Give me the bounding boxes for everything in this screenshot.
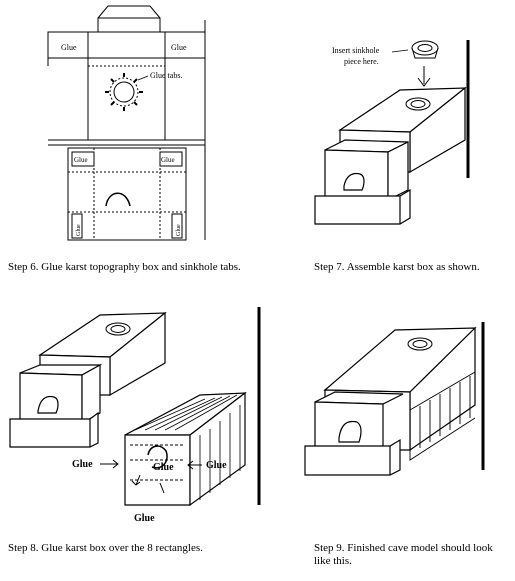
step9-finished-model-diagram xyxy=(295,310,515,525)
glue-label-bottom: Glue xyxy=(134,513,155,524)
glue-label-mid-right: Glue xyxy=(161,156,175,164)
step7-caption: Step 7. Assemble karst box as shown. xyxy=(314,261,514,274)
step8-glue-diagram: Glue Glue Glue Glue xyxy=(0,295,270,530)
glue-label-top-right: Glue xyxy=(171,43,187,52)
step6-panel: Glue Glue Glue tabs. Glue Glue Glue Glue xyxy=(0,0,260,250)
glue-tabs-label: Glue tabs. xyxy=(150,71,182,80)
glue-label-mid-left: Glue xyxy=(74,156,88,164)
step7-assembly-diagram: Insert sinkhole piece here. xyxy=(300,0,515,250)
glue-label-center: Glue xyxy=(153,462,174,473)
step9-caption: Step 9. Finished cave model should look … xyxy=(314,542,510,568)
step8-panel: Glue Glue Glue Glue xyxy=(0,295,270,530)
sinkhole-tabs-icon xyxy=(105,73,143,111)
insert-label-line1: Insert sinkhole xyxy=(332,46,380,55)
step7-panel: Insert sinkhole piece here. xyxy=(300,0,515,250)
down-arrow-icon xyxy=(418,66,430,86)
step6-caption: Step 6. Glue karst topography box and si… xyxy=(8,261,278,274)
glue-label-left: Glue xyxy=(72,459,93,470)
glue-label-right: Glue xyxy=(206,460,227,471)
step6-template-diagram: Glue Glue Glue tabs. Glue Glue Glue Glue xyxy=(0,0,260,250)
insert-label-line2: piece here. xyxy=(344,57,379,66)
glue-label-bottom-left: Glue xyxy=(76,224,82,236)
step8-caption: Step 8. Glue karst box over the 8 rectan… xyxy=(8,542,268,555)
glue-label-bottom-right: Glue xyxy=(176,224,182,236)
glue-label-top-left: Glue xyxy=(61,43,77,52)
step9-panel xyxy=(295,310,515,525)
sinkhole-piece-icon xyxy=(412,41,438,58)
